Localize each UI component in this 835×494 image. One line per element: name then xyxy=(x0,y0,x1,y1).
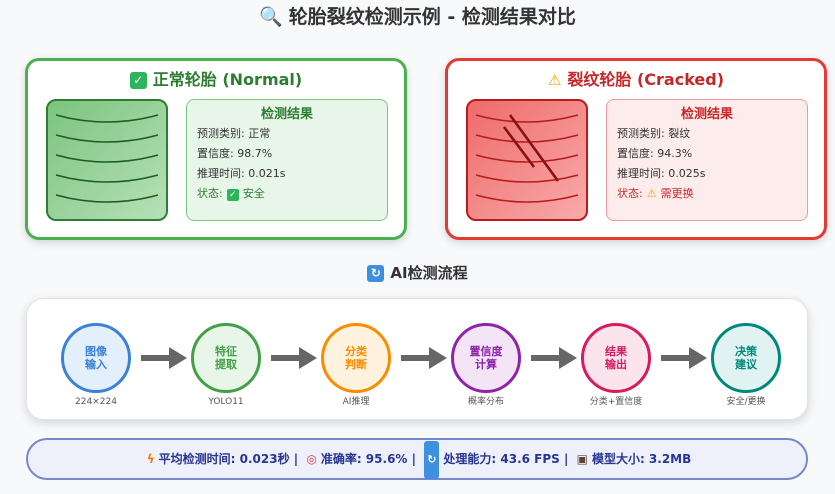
time-line: 推理时间: 0.021s xyxy=(197,164,377,184)
step-label: 决策 建议 xyxy=(735,345,757,371)
time-line: 推理时间: 0.025s xyxy=(617,164,797,184)
step-label: 置信度 计算 xyxy=(469,345,503,371)
pred-value: 裂纹 xyxy=(668,127,691,140)
flow-arrow xyxy=(141,347,187,369)
flow-step-feature-extract: 特征 提取 xyxy=(191,323,261,393)
normal-tire-image xyxy=(46,99,168,221)
cracked-panel-title-text: 裂纹轮胎 (Cracked) xyxy=(567,70,725,89)
cracked-panel-title: ⚠ 裂纹轮胎 (Cracked) xyxy=(448,69,824,91)
model-size: 模型大小: 3.2MB xyxy=(591,452,692,466)
flow-arrow xyxy=(401,347,447,369)
page-title-text: 轮胎裂纹检测示例 - 检测结果对比 xyxy=(288,6,576,28)
status-label: 状态: xyxy=(617,187,643,200)
step-sub: 分类+置信度 xyxy=(589,397,643,407)
flow-step-output: 结果 输出 xyxy=(581,323,651,393)
refresh-icon: ↻ xyxy=(424,441,440,479)
flow-arrow xyxy=(531,347,577,369)
status-value: 需更换 xyxy=(660,187,694,200)
status-value: 安全 xyxy=(242,187,265,200)
pred-line: 预测类别: 正常 xyxy=(197,124,377,144)
pred-value: 正常 xyxy=(248,127,271,140)
conf-line: 置信度: 94.3% xyxy=(617,144,797,164)
time-label: 推理时间: xyxy=(197,167,245,180)
flow-title-text: AI检测流程 xyxy=(390,264,468,282)
step-sub: 安全/更换 xyxy=(726,397,766,407)
pred-label: 预测类别: xyxy=(197,127,245,140)
cracked-tire-panel: ⚠ 裂纹轮胎 (Cracked) 检测结果 预测类别: 裂纹 置信度: 94.3%… xyxy=(445,58,827,240)
separator: | xyxy=(293,452,299,466)
flow-diagram: 图像 输入 224×224 特征 提取 YOLO11 分类 判断 AI推理 置信… xyxy=(26,298,808,420)
normal-tire-panel: ✓ 正常轮胎 (Normal) 检测结果 预测类别: 正常 置信度: 98.7% … xyxy=(25,58,407,240)
conf-value: 98.7% xyxy=(237,147,273,160)
time-value: 0.025s xyxy=(668,167,706,180)
status-line: 状态:⚠需更换 xyxy=(617,184,797,204)
separator: | xyxy=(564,452,569,466)
normal-panel-title: ✓ 正常轮胎 (Normal) xyxy=(28,69,404,91)
step-sub: 概率分布 xyxy=(467,397,504,407)
check-icon: ✓ xyxy=(226,189,239,201)
crack-lines xyxy=(502,114,560,182)
check-icon: ✓ xyxy=(129,72,147,89)
avg-time: 平均检测时间: 0.023秒 xyxy=(158,452,290,466)
flow-arrow xyxy=(661,347,707,369)
flow-title: ↻ AI检测流程 xyxy=(0,262,835,284)
cracked-tire-image xyxy=(466,99,588,221)
conf-label: 置信度: xyxy=(617,147,654,160)
flow-step-confidence: 置信度 计算 xyxy=(451,323,521,393)
flow-arrow xyxy=(271,347,317,369)
pred-label: 预测类别: xyxy=(617,127,665,140)
normal-panel-title-text: 正常轮胎 (Normal) xyxy=(152,70,303,89)
conf-line: 置信度: 98.7% xyxy=(197,144,377,164)
step-sub: AI推理 xyxy=(342,397,370,407)
status-label: 状态: xyxy=(197,187,223,200)
conf-value: 94.3% xyxy=(657,147,693,160)
cracked-tire-tread-graphic xyxy=(475,114,579,203)
throughput: 处理能力: 43.6 FPS xyxy=(443,452,560,466)
result-title: 检测结果 xyxy=(260,107,313,122)
normal-result-box: 检测结果 预测类别: 正常 置信度: 98.7% 推理时间: 0.021s 状态… xyxy=(186,99,388,221)
status-line: 状态:✓安全 xyxy=(197,184,377,204)
step-label: 图像 输入 xyxy=(85,345,107,371)
magnifier-icon: 🔍 xyxy=(259,6,283,28)
tire-tread-graphic xyxy=(55,114,159,203)
time-label: 推理时间: xyxy=(617,167,665,180)
step-label: 分类 判断 xyxy=(345,345,367,371)
warning-icon: ⚠ xyxy=(547,71,562,89)
step-sub: YOLO11 xyxy=(208,397,244,407)
step-label: 特征 提取 xyxy=(215,345,237,371)
flow-step-decision: 决策 建议 xyxy=(711,323,781,393)
floppy-disk-icon: ▣ xyxy=(576,452,588,466)
cracked-result-box: 检测结果 预测类别: 裂纹 置信度: 94.3% 推理时间: 0.025s 状态… xyxy=(606,99,808,221)
separator: | xyxy=(411,452,417,466)
flow-step-classify: 分类 判断 xyxy=(321,323,391,393)
step-sub: 224×224 xyxy=(75,397,117,407)
target-icon: ◎ xyxy=(306,452,317,466)
accuracy: 准确率: 95.6% xyxy=(320,452,408,466)
result-title: 检测结果 xyxy=(680,107,733,122)
lightning-icon: ϟ xyxy=(146,452,155,466)
conf-label: 置信度: xyxy=(197,147,234,160)
step-label: 结果 输出 xyxy=(605,345,627,371)
refresh-icon: ↻ xyxy=(367,265,385,282)
time-value: 0.021s xyxy=(248,167,286,180)
warning-icon: ⚠ xyxy=(646,187,657,200)
pred-line: 预测类别: 裂纹 xyxy=(617,124,797,144)
page-title: 🔍轮胎裂纹检测示例 - 检测结果对比 xyxy=(0,4,835,30)
flow-step-image-input: 图像 输入 xyxy=(61,323,131,393)
